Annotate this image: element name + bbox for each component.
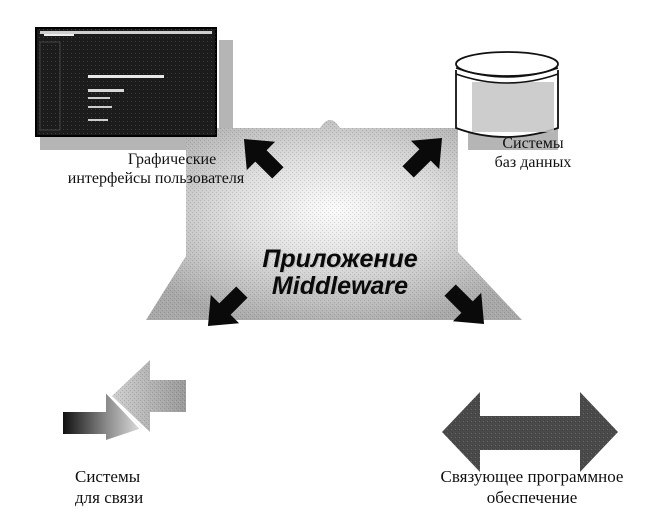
label-gui: Графические интерфейсы пользователя (56, 150, 256, 188)
arrow-to-database (402, 137, 443, 178)
screen-shadow (219, 40, 233, 140)
label-middleware-line2: обеспечение (486, 488, 578, 507)
label-communications: Системы для связи (75, 466, 143, 508)
arrow-to-middleware (444, 284, 485, 325)
database-cylinder-icon (455, 51, 559, 138)
double-headed-arrow-icon (442, 392, 618, 472)
label-communications-line1: Системы (75, 467, 141, 486)
screen-shadow-bottom (40, 136, 230, 150)
center-title-line1: Приложение (262, 245, 418, 273)
label-database: Системы баз данных (478, 134, 588, 172)
center-title-line2: Middleware (271, 272, 409, 300)
label-gui-line1: Графические (127, 151, 217, 168)
arrow-to-gui (243, 138, 284, 179)
label-communications-line2: для связи (75, 488, 144, 507)
label-middleware: Связующее программное обеспечение (432, 466, 632, 508)
middleware-platform (146, 120, 522, 320)
label-gui-line2: интерфейсы пользователя (67, 170, 245, 187)
label-database-line1: Системы (502, 135, 564, 152)
label-middleware-line1: Связующее программное (440, 467, 624, 486)
label-database-line2: баз данных (494, 154, 572, 171)
monitor-screen-icon (35, 27, 217, 137)
arrow-to-communications (207, 286, 248, 327)
center-title: Приложение Middleware (250, 246, 430, 300)
opposing-arrows-icon (63, 360, 186, 440)
